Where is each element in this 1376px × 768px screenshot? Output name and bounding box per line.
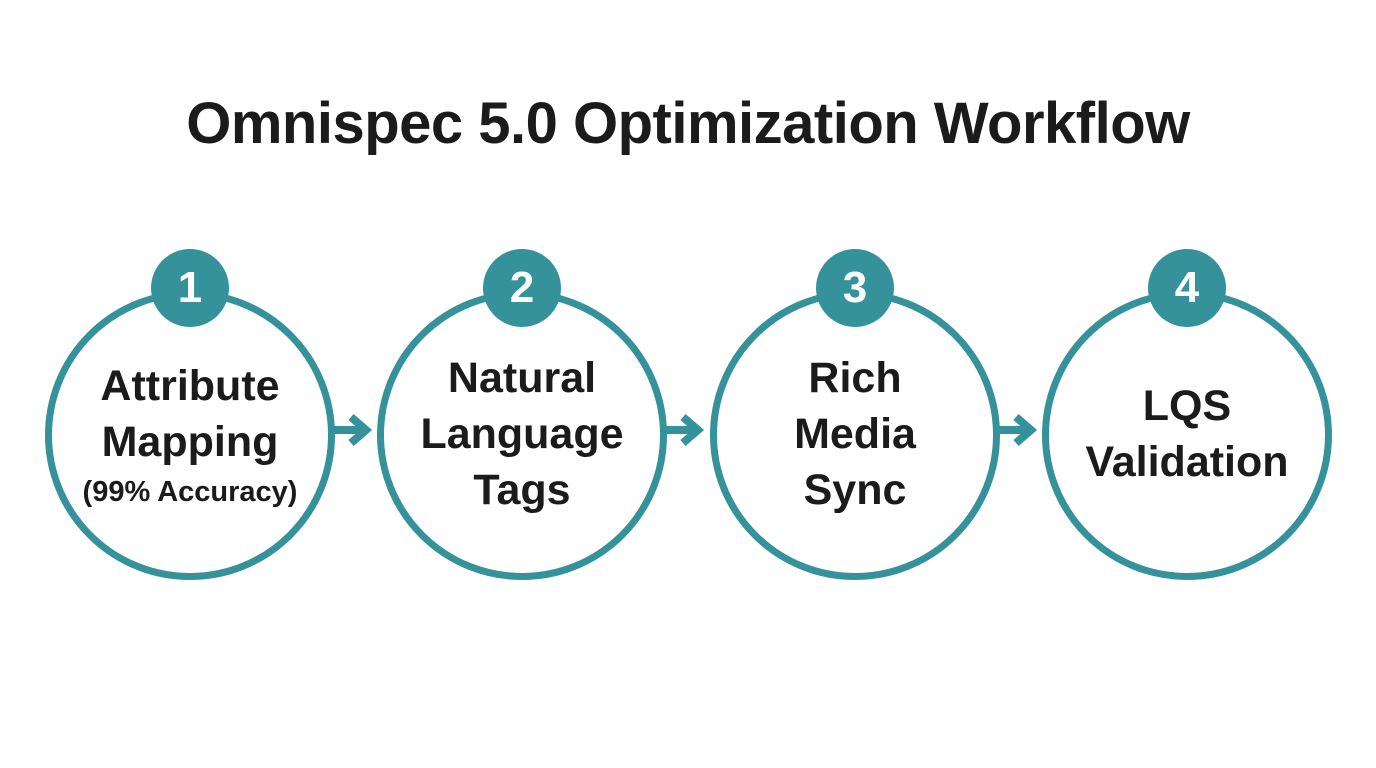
step-4-number-badge: 4 — [1148, 249, 1226, 327]
step-1-subtitle: (99% Accuracy) — [82, 475, 298, 508]
step-4-number: 4 — [1174, 263, 1200, 312]
step-1-number: 1 — [177, 263, 203, 312]
page-title: Omnispec 5.0 Optimization Workflow — [186, 91, 1190, 156]
step-2-number: 2 — [509, 263, 535, 312]
right-arrow-icon — [995, 405, 1047, 455]
step-3-number-badge: 3 — [816, 249, 894, 327]
right-arrow-icon — [662, 405, 714, 455]
step-2-number-badge: 2 — [483, 249, 561, 327]
right-arrow-icon — [330, 405, 382, 455]
step-3-number: 3 — [842, 263, 868, 312]
step-1-number-badge: 1 — [151, 249, 229, 327]
